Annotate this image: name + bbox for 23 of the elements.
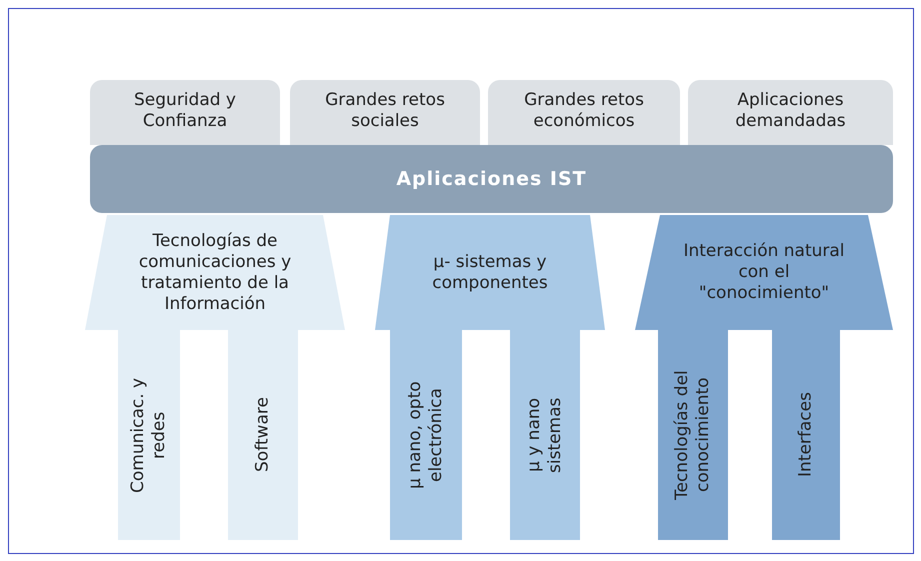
category-tab: Seguridad y Confianza (90, 80, 280, 145)
pillar-column: Software (228, 330, 298, 540)
node-label: Interfaces (796, 392, 816, 478)
pillar-column: Interfaces (772, 330, 840, 540)
category-tab: Grandes retos económicos (488, 80, 680, 145)
pillar-column: Comunicac. y redes (118, 330, 180, 540)
node-label: Comunicac. y redes (128, 377, 169, 493)
pillar-column: μ y nano sistemas (510, 330, 580, 540)
applications-band: Aplicaciones IST (90, 145, 893, 213)
node-label: μ nano, opto electrónica (405, 381, 446, 489)
category-tab: Grandes retos sociales (290, 80, 480, 145)
pillar-column: μ nano, opto electrónica (390, 330, 462, 540)
node-label: Interacción natural con el "conocimiento" (683, 241, 845, 303)
pillar-column: Tecnologías del conocimiento (658, 330, 728, 540)
trapezoid-panel: Tecnologías de comunicaciones y tratamiento de la Información (85, 215, 345, 330)
node-label: μ y nano sistemas (524, 397, 565, 473)
node-label: Tecnologías del conocimiento (672, 370, 713, 500)
category-tab: Aplicaciones demandadas (688, 80, 893, 145)
node-label: Tecnologías de comunicaciones y tratamiento de la Información (138, 230, 292, 314)
node-label: μ- sistemas y componentes (432, 252, 548, 292)
node-label: Software (252, 398, 272, 472)
trapezoid-panel: μ- sistemas y componentes (375, 215, 605, 330)
trapezoid-panel: Interacción natural con el "conocimiento" (635, 215, 893, 330)
